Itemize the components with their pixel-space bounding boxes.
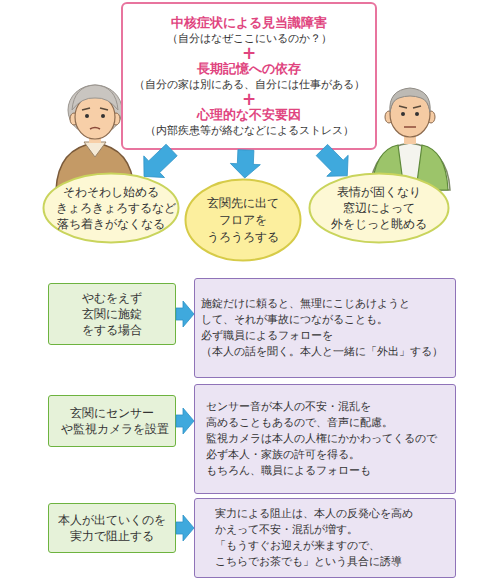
text-line: フロアを xyxy=(219,213,267,227)
response-box: 本人が出ていくのを 実力で阻止する xyxy=(48,503,176,553)
woman-eye xyxy=(101,114,105,118)
text-line: 「もうすぐお迎えが来ますので、 xyxy=(215,539,380,552)
box-text: 玄関にセンサー や監視カメラを設置 xyxy=(61,405,163,437)
flow-arrow xyxy=(176,301,194,327)
box-text: 玄関先に出て フロアを うろうろする xyxy=(203,195,283,246)
text-line: こちらでお茶でも」という具合に誘導 xyxy=(215,555,402,568)
man-brow xyxy=(413,106,421,108)
man-eye xyxy=(415,112,419,116)
behavior-oval: そわそわし始める きょろきょろするなど 落ち着きがなくなる xyxy=(42,172,180,244)
man-mouth xyxy=(404,126,416,128)
text-line: + xyxy=(242,89,256,109)
advice-box: センサー音が本人の不安・混乱を 高めることもあるので、音声に配慮。 監視カメラは… xyxy=(194,384,456,494)
box-text: やむをえず 玄関に施錠 をする場合 xyxy=(77,290,147,338)
text-line: 玄関先に出て xyxy=(207,196,279,210)
box-text: 実力による阻止は、本人の反発心を高め かえって不安・混乱が増す。 「もうすぐお迎… xyxy=(215,506,435,570)
box-text: そわそわし始める きょろきょろするなど 落ち着きがなくなる xyxy=(56,184,166,232)
box-text: （内部疾患等が絡むなどによるストレス） xyxy=(145,123,354,138)
text-area: 施錠だけに頼ると、無理にこじあけようと して、それが事故につながることも。 必ず… xyxy=(195,279,455,377)
advice-box: 施錠だけに頼ると、無理にこじあけようと して、それが事故につながることも。 必ず… xyxy=(194,278,456,378)
box-text: + xyxy=(242,46,256,61)
text-line: 高めることもあるので、音声に配慮。 xyxy=(206,416,393,429)
woman-brow xyxy=(82,108,90,110)
text-line: 監視カメラは本人の人権にかかわってくるので xyxy=(206,432,437,445)
text-line: 必ず本人・家族の許可を得る。 xyxy=(206,448,360,461)
flow-arrow xyxy=(230,150,260,178)
flow-arrow xyxy=(316,144,348,176)
response-box: 玄関にセンサー や監視カメラを設置 xyxy=(48,395,176,447)
text-area: 実力による阻止は、本人の反発心を高め かえって不安・混乱が増す。 「もうすぐお迎… xyxy=(195,499,455,577)
woman-brow xyxy=(100,108,108,110)
text-line: や監視カメラを設置 xyxy=(61,422,169,436)
text-area: 本人が出ていくのを 実力で阻止する xyxy=(49,504,175,552)
woman-hair-top xyxy=(72,85,118,110)
text-line: 長期記憶への依存 xyxy=(197,61,301,76)
woman-eye xyxy=(85,114,89,118)
text-line: センサー音が本人の不安・混乱を xyxy=(206,400,371,413)
box-text: 表情が固くなり 窓辺によって 外をじっと眺める xyxy=(330,184,428,232)
text-area: やむをえず 玄関に施錠 をする場合 xyxy=(49,284,175,344)
text-area: そわそわし始める きょろきょろするなど 落ち着きがなくなる xyxy=(42,172,180,244)
box-text: センサー音が本人の不安・混乱を 高めることもあるので、音声に配慮。 監視カメラは… xyxy=(206,399,444,479)
text-area: 中核症状による見当識障害（自分はなぜここにいるのか？）+長期記憶への依存（自分の… xyxy=(123,4,375,148)
text-line: 実力による阻止は、本人の反発心を高め xyxy=(215,507,413,520)
oval-shape xyxy=(186,180,301,261)
box-text: 本人が出ていくのを 実力で阻止する xyxy=(55,512,169,544)
flow-arrow xyxy=(144,144,177,177)
text-line: をする場合 xyxy=(82,323,142,337)
flow-arrow xyxy=(176,515,194,541)
text-line: 落ち着きがなくなる xyxy=(57,217,165,231)
text-line: きょろきょろするなど xyxy=(56,201,176,215)
box-text: 施錠だけに頼ると、無理にこじあけようと して、それが事故につながることも。 必ず… xyxy=(201,296,449,360)
text-line: して、それが事故につながることも。 xyxy=(201,313,388,326)
box-text: 中核症状による見当識障害 xyxy=(171,15,327,31)
text-line: 外をじっと眺める xyxy=(331,217,427,231)
woman-mouth xyxy=(90,128,100,130)
text-line: （内部疾患等が絡むなどによるストレス） xyxy=(145,124,354,137)
text-line: 実力で阻止する xyxy=(70,529,154,543)
text-line: うろうろする xyxy=(207,230,279,244)
behavior-oval: 玄関先に出て フロアを うろうろする xyxy=(184,178,302,262)
cause-box: 中核症状による見当識障害（自分はなぜここにいるのか？）+長期記憶への依存（自分の… xyxy=(121,2,377,150)
text-line: やむをえず xyxy=(82,291,142,305)
behavior-oval: 表情が固くなり 窓辺によって 外をじっと眺める xyxy=(308,172,450,244)
oval-shape xyxy=(310,174,449,243)
box-text: + xyxy=(242,92,256,107)
text-line: 必ず職員によるフォローを xyxy=(201,329,333,342)
man-hair xyxy=(390,88,430,112)
text-line: そわそわし始める xyxy=(63,185,159,199)
text-line: もちろん、職員によるフォローも xyxy=(206,464,371,477)
text-line: 中核症状による見当識障害 xyxy=(171,15,327,30)
woman-collar xyxy=(84,142,106,157)
flow-arrow xyxy=(176,408,194,434)
text-line: 窓辺によって xyxy=(343,201,415,215)
box-text: 心理的な不安要因 xyxy=(197,107,301,123)
text-line: + xyxy=(242,43,256,63)
response-box: やむをえず 玄関に施錠 をする場合 xyxy=(48,283,176,345)
text-line: 玄関に施錠 xyxy=(82,307,142,321)
text-line: 玄関にセンサー xyxy=(70,406,154,420)
oval-shape xyxy=(44,174,179,243)
text-area: 玄関先に出て フロアを うろうろする xyxy=(184,178,302,262)
text-line: 表情が固くなり xyxy=(337,185,421,199)
man-brow xyxy=(399,106,407,108)
text-area: センサー音が本人の不安・混乱を 高めることもあるので、音声に配慮。 監視カメラは… xyxy=(195,385,455,493)
text-area: 玄関にセンサー や監視カメラを設置 xyxy=(49,396,175,446)
text-line: （本人の話を聞く。本人と一緒に「外出」する） xyxy=(201,345,443,358)
text-line: かえって不安・混乱が増す。 xyxy=(215,523,358,536)
text-line: 心理的な不安要因 xyxy=(197,107,301,122)
text-line: 本人が出ていくのを xyxy=(58,513,166,527)
man-eye xyxy=(401,112,405,116)
box-text: 長期記憶への依存 xyxy=(197,61,301,77)
text-line: 施錠だけに頼ると、無理にこじあけようと xyxy=(201,297,410,310)
advice-box: 実力による阻止は、本人の反発心を高め かえって不安・混乱が増す。 「もうすぐお迎… xyxy=(194,498,456,578)
text-area: 表情が固くなり 窓辺によって 外をじっと眺める xyxy=(308,172,450,244)
